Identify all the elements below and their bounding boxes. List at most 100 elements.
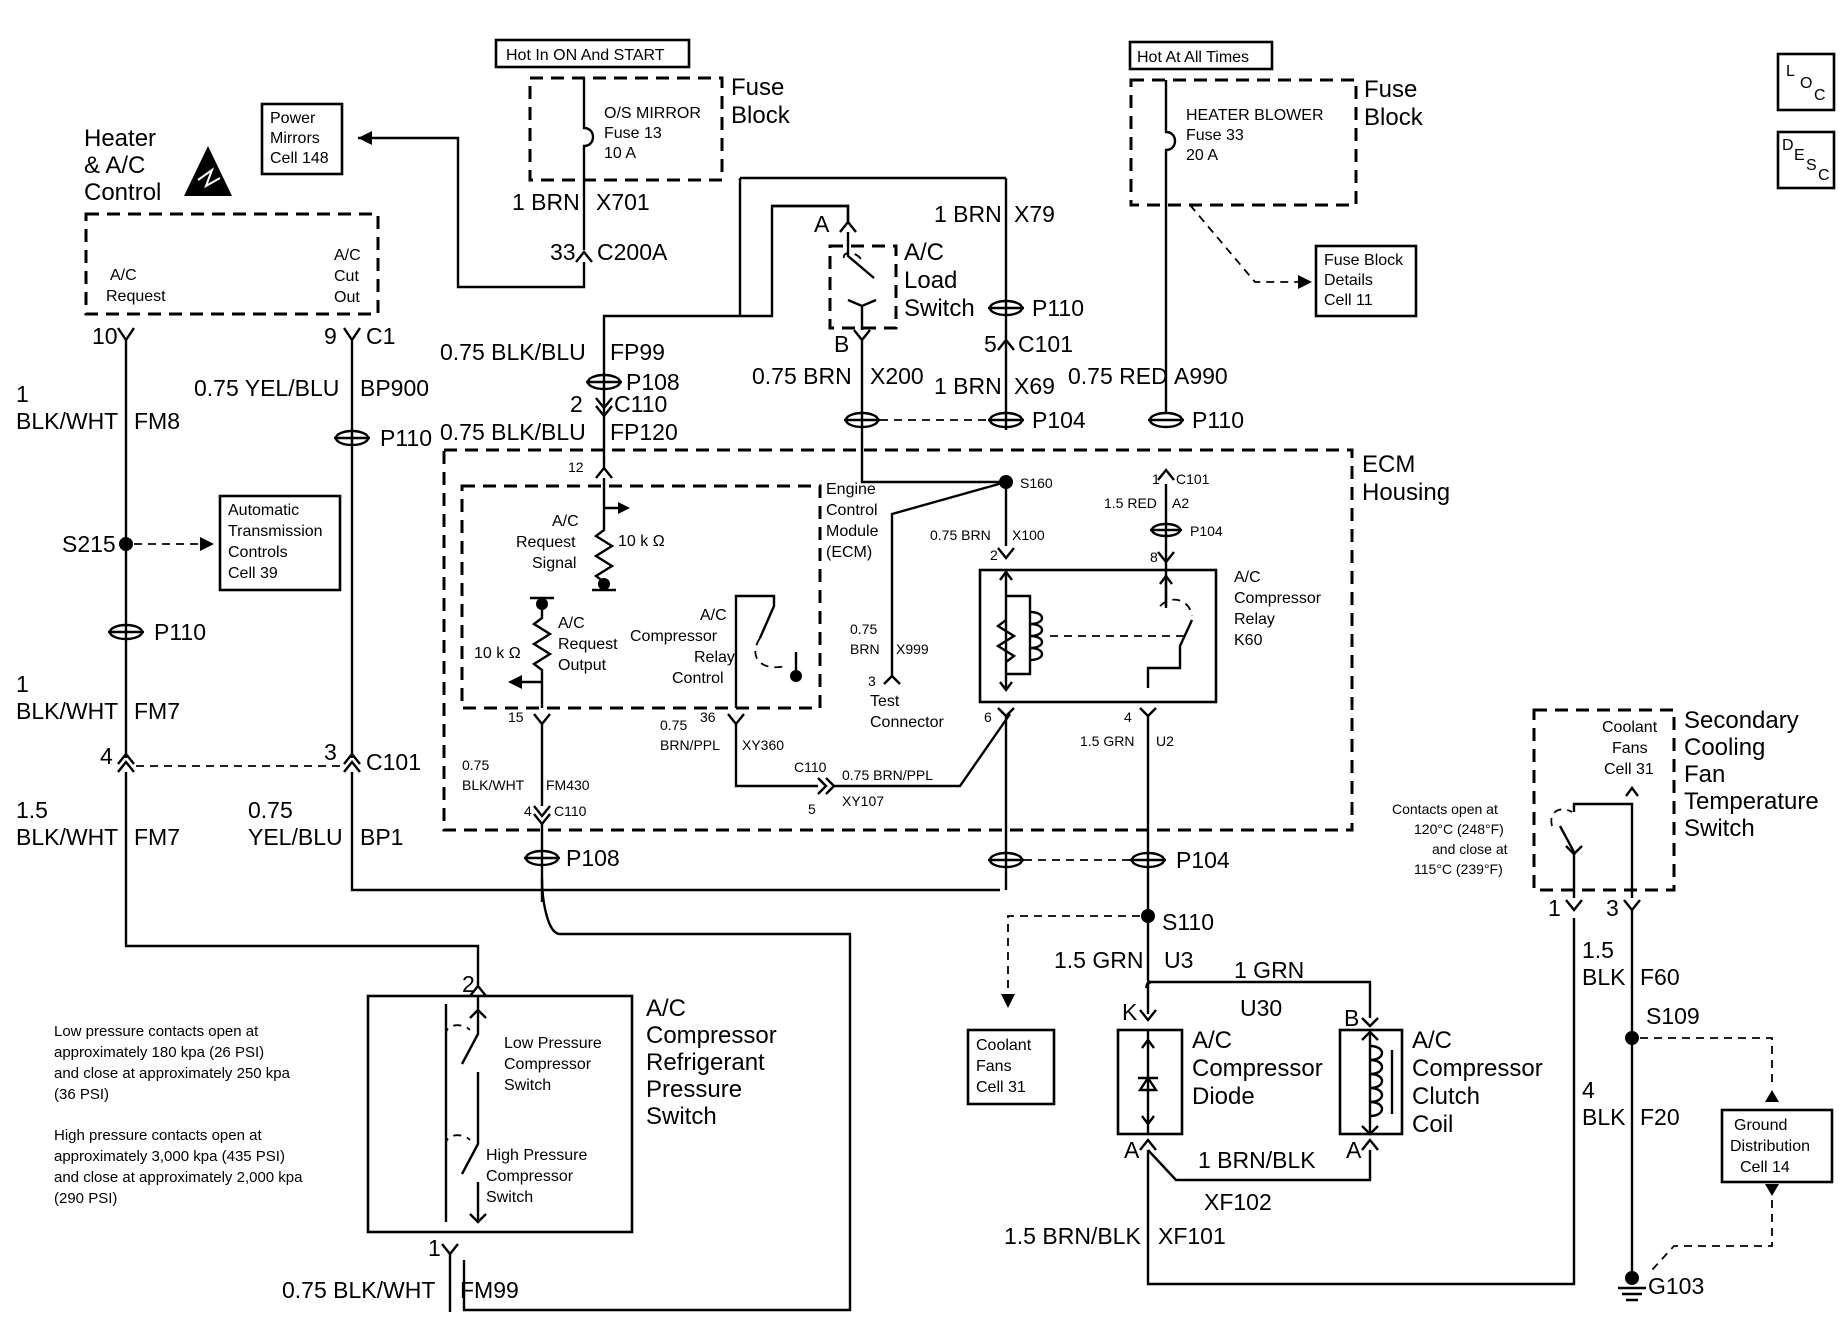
connector-label: C1 — [366, 323, 395, 349]
wire-label: A990 — [1174, 363, 1228, 389]
ecm-bottom-pins: 15 0.75 BLK/WHT FM430 4 C110 P108 36 0.7… — [462, 709, 1011, 1312]
connector-icon — [1565, 899, 1583, 912]
relay-coil-frame — [1006, 594, 1032, 676]
diode-icon — [1137, 1075, 1159, 1092]
wire-label: FP99 — [610, 339, 665, 365]
connector-icon — [997, 707, 1015, 718]
desc-icon[interactable] — [1776, 130, 1836, 190]
wire-xy360 — [734, 724, 818, 788]
wire-label: 0.75 BLK/WHT — [282, 1277, 435, 1303]
connector-label: P104 — [1032, 407, 1086, 433]
ground-label: G103 — [1648, 1273, 1704, 1299]
pin-label: 1 — [1152, 471, 1160, 487]
wire-x999 — [890, 480, 1008, 676]
connector-label: C101 — [1018, 331, 1073, 357]
wire-label: F60 — [1640, 964, 1680, 990]
ac-pressure-switch-label: A/C Compressor Refrigerant Pressure Swit… — [646, 995, 783, 1130]
wire-label: 4 BLK — [1582, 1077, 1626, 1130]
pin-label: 2 — [570, 391, 583, 417]
resistor-label: 10 k Ω — [474, 645, 521, 662]
hot-on-start-box — [494, 38, 691, 69]
ground-dist-label: Ground Distribution Cell 14 — [1730, 1117, 1814, 1176]
wire-label: FM7 — [134, 698, 180, 724]
wire-label: 1.5 GRN — [1054, 947, 1143, 973]
connector-label: C101 — [366, 749, 421, 775]
relay-resistor-icon — [995, 619, 1017, 663]
connector-icon — [853, 329, 871, 342]
arrow-icon — [1298, 275, 1312, 289]
wire-label: 1.5 RED — [1104, 495, 1157, 511]
wire-label: FP120 — [610, 419, 678, 445]
connector-icon — [839, 220, 857, 233]
pin-label: 2 — [462, 971, 475, 997]
hot-on-start-label: Hot In ON And START — [506, 47, 665, 64]
wire-u30 — [1148, 980, 1372, 1018]
wire-to-power-mirrors — [358, 136, 586, 289]
wire-label: XY360 — [742, 737, 784, 753]
connector-label: P110 — [154, 619, 206, 645]
clutch-coil-icon — [1369, 1044, 1384, 1118]
wire-segment — [1145, 981, 1150, 1014]
pin-label: 3 — [324, 739, 337, 765]
dashed-ref-line — [1007, 915, 1140, 998]
wire-label: BP1 — [360, 824, 403, 850]
hot-all-times-label: Hot At All Times — [1137, 49, 1249, 66]
resistor-10k-2-icon — [531, 610, 553, 708]
resistor-label: 10 k Ω — [618, 533, 665, 550]
compressor-section: S110 Coolant Fans Cell 31 1.5 GRN U3 1 G… — [966, 909, 1576, 1286]
heater-ac-control-title: Heater & A/C Control — [84, 125, 163, 206]
connector-icon — [441, 1243, 459, 1256]
ac-comp-relay-label: A/C Compressor Relay K60 — [1234, 569, 1326, 649]
switch-dash — [754, 637, 787, 669]
wire-label: 1 BLK/WHT — [16, 381, 118, 434]
connector-icon — [469, 984, 487, 997]
ecm-housing-outline — [442, 448, 1354, 832]
arrow-icon — [358, 131, 372, 145]
wire-label: 1.5 BLK — [1582, 937, 1626, 990]
wire-label: 1 BRN/BLK — [1198, 1147, 1316, 1173]
wire-x200 — [860, 340, 1006, 484]
pin-label: B — [834, 331, 849, 357]
pin-label: 5 — [984, 331, 997, 357]
diode-outline — [1116, 1028, 1184, 1136]
connector-label: P110 — [1032, 295, 1084, 321]
wire-label: 1.5 BLK/WHT — [16, 797, 118, 850]
loc-icon-letter: C — [1814, 87, 1826, 104]
ground-icon — [790, 670, 802, 682]
heater-ac-control: Heater & A/C Control A/C Request A/C Cut… — [84, 125, 395, 349]
dashed-ref-line — [1189, 204, 1298, 283]
wire-label: 0.75 BRN — [752, 363, 852, 389]
splice-label: S215 — [62, 531, 116, 557]
wire-label: BP900 — [360, 375, 429, 401]
temp-switch-icon — [1558, 802, 1634, 898]
pin-label: 4 — [524, 803, 532, 819]
pressure-switch: 2 Low Pressure Compressor Switch High Pr… — [54, 971, 783, 1312]
connector-c110-icon — [595, 397, 613, 418]
pin-label: A — [1124, 1137, 1140, 1163]
connector-label: P108 — [566, 845, 620, 871]
fuse-block-2: Hot At All Times Fuse Block HEATER BLOWE… — [1128, 40, 1424, 412]
wire-label: 1.5 BRN/BLK — [1004, 1223, 1141, 1249]
connector-label: C200A — [597, 239, 668, 265]
connector-c101-icon — [343, 752, 361, 773]
connector-c110-icon — [817, 777, 836, 795]
ac-clutch-coil-label: A/C Compressor Clutch Coil — [1412, 1027, 1549, 1138]
connector-icon — [1139, 1138, 1157, 1151]
connector-icon — [1361, 1017, 1379, 1028]
wire-label: FM99 — [460, 1277, 519, 1303]
secondary-cooling-switch: Coolant Fans Cell 31 Secondary Cooling F… — [1392, 707, 1834, 1302]
connector-icon — [595, 466, 613, 479]
ground-icon — [598, 578, 610, 590]
hot-all-times-box — [1128, 40, 1274, 71]
esd-hand-icon — [197, 167, 221, 189]
connector-icon — [1623, 899, 1641, 912]
loc-icon[interactable] — [1776, 52, 1836, 112]
desc-icon-letter: D — [1782, 137, 1794, 154]
load-switch-icon — [846, 232, 875, 330]
wire-label: 0.75 BLK/BLU — [440, 419, 586, 445]
ac-request-output-label: A/C Request Output — [558, 615, 622, 674]
wire-bp: 0.75 YEL/BLU BP900 P110 3 C101 0.75 YEL/… — [194, 340, 1000, 892]
wire-label: 0.75 BRN/PPL — [660, 717, 720, 753]
wire-fm7 — [124, 772, 480, 986]
